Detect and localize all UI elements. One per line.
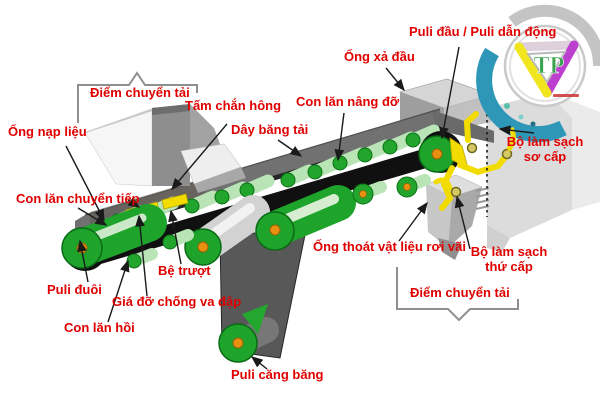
transfer-point-brackets bbox=[77, 71, 519, 322]
feed-hopper bbox=[84, 104, 223, 187]
return-idler-roller bbox=[352, 181, 387, 205]
take-up-pulley-graphic bbox=[218, 304, 279, 363]
arrow-con-lan-hoi bbox=[107, 259, 130, 323]
head-pulley-graphic bbox=[418, 135, 456, 173]
label-tail-pulley: Puli đuôi bbox=[47, 282, 102, 297]
carrying-idler-roller bbox=[357, 139, 393, 163]
arrow-bo-lam-sach-thu-cap bbox=[454, 195, 471, 250]
arrow-con-lan-chuyen-tiep-2 bbox=[127, 197, 141, 208]
label-transfer-point-bottom: Điểm chuyển tải bbox=[410, 285, 510, 300]
label-take-up-pulley: Puli căng băng bbox=[231, 367, 324, 382]
carrying-idler-roller bbox=[214, 181, 250, 205]
label-impact-cradle: Giá đỡ chống va đập bbox=[112, 294, 242, 309]
label-transition-idler: Con lăn chuyển tiếp bbox=[16, 191, 140, 206]
arrow-bo-lam-sach-so-cap bbox=[498, 125, 535, 136]
bracket-bottom-right bbox=[396, 267, 519, 322]
label-spillage-chute: Ống thoát vật liệu rơi vãi bbox=[313, 239, 466, 254]
arrow-con-lan-nang-do bbox=[334, 112, 345, 162]
logo-text: TP bbox=[534, 53, 565, 79]
label-return-idler: Con lăn hồi bbox=[64, 320, 135, 335]
arrow-ong-xa-dau bbox=[385, 67, 405, 92]
label-primary-cleaner: Bộ làm sạch sơ cấp bbox=[506, 134, 584, 164]
bend-pulley-1 bbox=[184, 195, 270, 266]
label-carrying-idler: Con lăn nâng đỡ bbox=[296, 94, 400, 109]
label-secondary-cleaner: Bộ làm sạch thứ cấp bbox=[470, 244, 548, 274]
logo-micro-text-mark bbox=[553, 94, 579, 97]
arrow-gia-do-chong-va-dap bbox=[135, 214, 148, 297]
arrow-day-bang-tai bbox=[277, 139, 303, 157]
bracket-top-left bbox=[77, 71, 198, 123]
carrying-idler-roller bbox=[332, 147, 368, 171]
arrow-be-truot bbox=[168, 209, 182, 265]
skirt-board-plate bbox=[180, 143, 246, 193]
arrow-tam-chan-hong bbox=[171, 123, 228, 191]
logo-triangle bbox=[514, 40, 579, 98]
label-conveyor-belt: Dây băng tải bbox=[231, 122, 309, 137]
carrying-idler-roller bbox=[239, 174, 275, 198]
arrow-puli-dau bbox=[439, 46, 460, 140]
label-skirt-board: Tấm chắn hông bbox=[185, 98, 282, 113]
callout-arrows bbox=[65, 46, 535, 370]
arrow-ong-thoat-vat-lieu bbox=[398, 201, 428, 242]
belt-cleaners bbox=[433, 111, 513, 211]
company-logo: TP bbox=[476, 4, 600, 152]
arrow-con-lan-chuyen-tiep-1 bbox=[77, 207, 108, 226]
label-head-discharge-chute: Ống xả đầu bbox=[344, 49, 415, 64]
arrow-ong-nap-lieu bbox=[65, 145, 105, 222]
label-feed-chute: Ống nạp liệu bbox=[8, 124, 87, 139]
carrying-idler-roller bbox=[280, 164, 316, 188]
carrying-idler-roller bbox=[405, 124, 441, 148]
label-slider-bed: Bệ trượt bbox=[158, 263, 211, 278]
return-idlers bbox=[126, 174, 431, 269]
return-idler-roller bbox=[126, 248, 158, 269]
label-transfer-point-top: Điểm chuyển tải bbox=[90, 85, 190, 100]
label-head-drive-pulley: Puli đầu / Puli dẫn động bbox=[409, 24, 557, 39]
carrying-idler-roller bbox=[184, 190, 220, 214]
arrow-puli-duoi bbox=[77, 239, 89, 283]
carrying-idler-roller bbox=[307, 156, 343, 180]
bend-pulley-2 bbox=[255, 185, 356, 251]
return-idler-roller bbox=[396, 174, 431, 198]
arrow-puli-cang-bang bbox=[250, 356, 268, 370]
